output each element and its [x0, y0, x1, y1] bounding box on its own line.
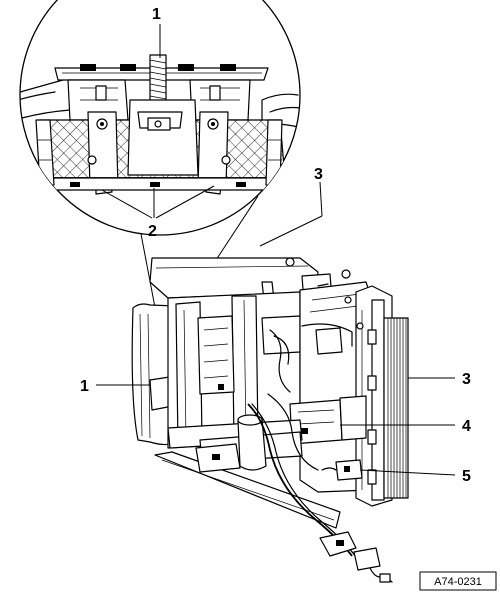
callout-main-4: 4	[462, 418, 471, 435]
callout-main-5: 5	[462, 468, 471, 485]
callout-detail-3: 3	[314, 166, 323, 183]
backrest-panel-1	[131, 303, 179, 446]
canister	[237, 417, 267, 471]
figure-reference-label: A74-0231	[434, 576, 482, 588]
ribbed-panel-3	[383, 317, 409, 499]
callout-detail-1: 1	[152, 6, 161, 23]
detail-mechanism	[20, 54, 300, 195]
callout-detail-2: 2	[148, 223, 157, 240]
detail-magnifier	[19, 0, 301, 319]
magnifier-cone-left	[140, 233, 158, 319]
callout-main-3: 3	[462, 371, 471, 388]
motor-unit	[197, 315, 235, 395]
callout-main-1: 1	[80, 378, 89, 395]
leader-lines	[96, 24, 456, 476]
figure-reference-box: A74-0231	[419, 571, 497, 591]
backrest-assembly	[131, 257, 409, 583]
